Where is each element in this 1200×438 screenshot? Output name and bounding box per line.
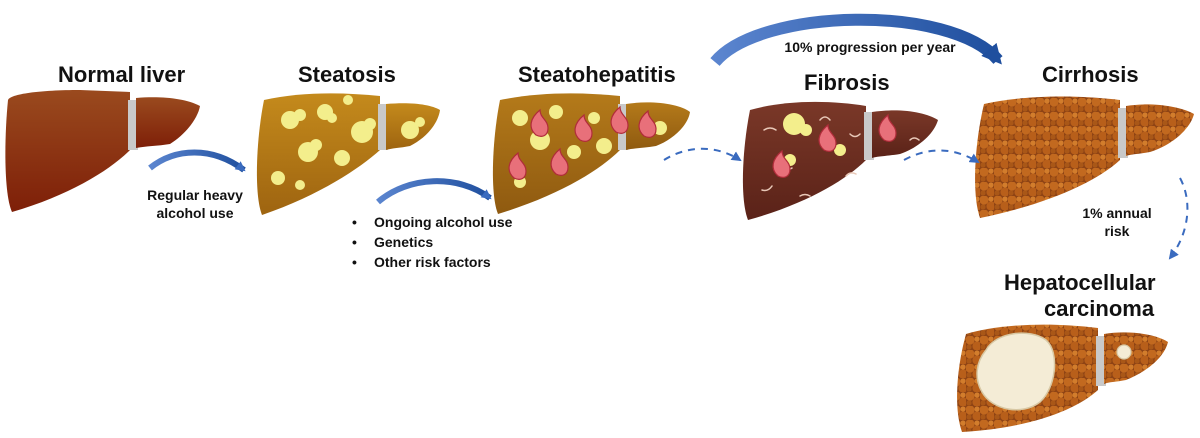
label-annual-risk: 1% annual risk [1072,204,1162,240]
label-annual-risk-line2: risk [1104,223,1130,239]
stage-title-fibrosis: Fibrosis [804,70,890,95]
risk-factor-item: Ongoing alcohol use [352,212,512,232]
fat-droplets [512,105,667,188]
inflammation-flames [508,105,657,180]
normal-liver [5,90,200,212]
arrow-steatohepatitis-to-cirrhosis [710,13,1003,67]
label-progression: 10% progression per year [784,39,956,55]
risk-factor-item: Genetics [352,232,512,252]
stage-title-normal: Normal liver [58,62,186,87]
stage-title-hcc-line2: carcinoma [1044,296,1155,321]
steatosis-liver [256,93,440,215]
arrow-fibrosis-to-cirrhosis [903,149,980,164]
cirrhosis-liver [975,96,1194,218]
stage-title-steatosis: Steatosis [298,62,396,87]
label-heavy-alcohol-use-line2: alcohol use [156,205,234,221]
stage-title-hcc-line1: Hepatocellular [1004,270,1156,295]
label-heavy-alcohol-use: Regular heavy alcohol use [140,186,250,222]
arrow-cirrhosis-to-hcc [1168,177,1189,260]
arrow-normal-to-steatosis [148,149,246,173]
inflammation-flames [772,113,897,178]
fibrosis-liver [742,101,938,220]
fat-droplets [271,95,425,190]
tumor [976,332,1056,411]
arrow-steatohepatitis-to-fibrosis [663,147,742,162]
label-heavy-alcohol-use-line1: Regular heavy [147,187,243,203]
hcc-liver [957,324,1168,432]
steatohepatitis-liver [492,93,690,214]
risk-factor-item: Other risk factors [352,252,512,272]
stage-title-cirrhosis: Cirrhosis [1042,62,1139,87]
stage-title-hcc: Hepatocellular carcinoma [1004,270,1156,322]
small-tumor [1116,344,1132,360]
risk-factor-list: Ongoing alcohol use Genetics Other risk … [352,212,512,272]
stage-title-steatohepatitis: Steatohepatitis [518,62,676,87]
arrow-steatosis-to-steatohepatitis [376,178,492,205]
label-annual-risk-line1: 1% annual [1082,205,1152,221]
